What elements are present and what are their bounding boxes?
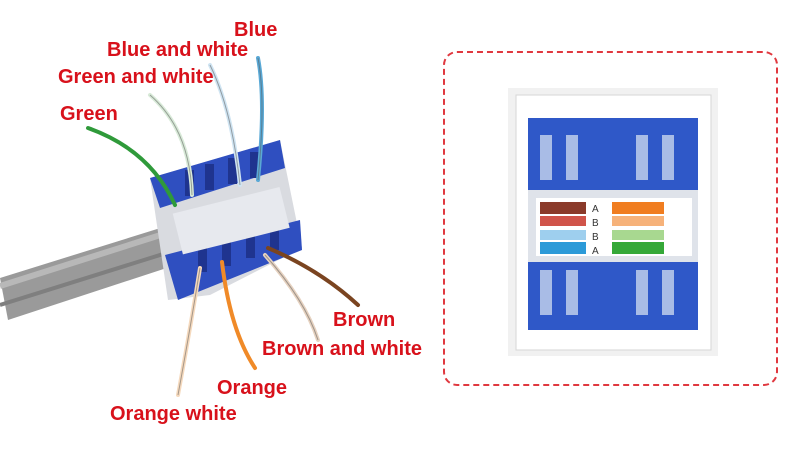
- jack-letter-3: B: [592, 232, 599, 243]
- highlight-frame: [443, 51, 778, 386]
- label-green: Green: [60, 103, 118, 125]
- code-blue: [540, 242, 586, 254]
- label-green-and-white: Green and white: [58, 66, 214, 88]
- code-green-white: [612, 230, 664, 240]
- keystone-left-photo: [0, 56, 360, 397]
- jack-letter-4: A: [592, 246, 599, 257]
- wire-brown: [266, 246, 360, 307]
- label-brown: Brown: [333, 309, 396, 331]
- wire-green: [86, 126, 177, 207]
- label-blue-and-white: Blue and white: [107, 39, 249, 61]
- jack-letter-1: A: [592, 204, 599, 215]
- code-blue-white: [540, 230, 586, 240]
- label-orange-white: Orange white: [110, 403, 237, 425]
- keystone-right-photo: A B B A: [508, 88, 718, 356]
- network-cable: [0, 225, 185, 320]
- jack-letter-2: B: [592, 218, 599, 229]
- label-brown-and-white: Brown and white: [262, 338, 422, 360]
- label-orange: Orange: [217, 377, 288, 399]
- code-orange-white: [612, 216, 664, 226]
- code-green: [612, 242, 664, 254]
- label-blue: Blue: [234, 19, 278, 41]
- code-brown-white: [540, 216, 586, 226]
- code-orange: [612, 202, 664, 214]
- wire-orange: [220, 260, 257, 370]
- code-brown: [540, 202, 586, 214]
